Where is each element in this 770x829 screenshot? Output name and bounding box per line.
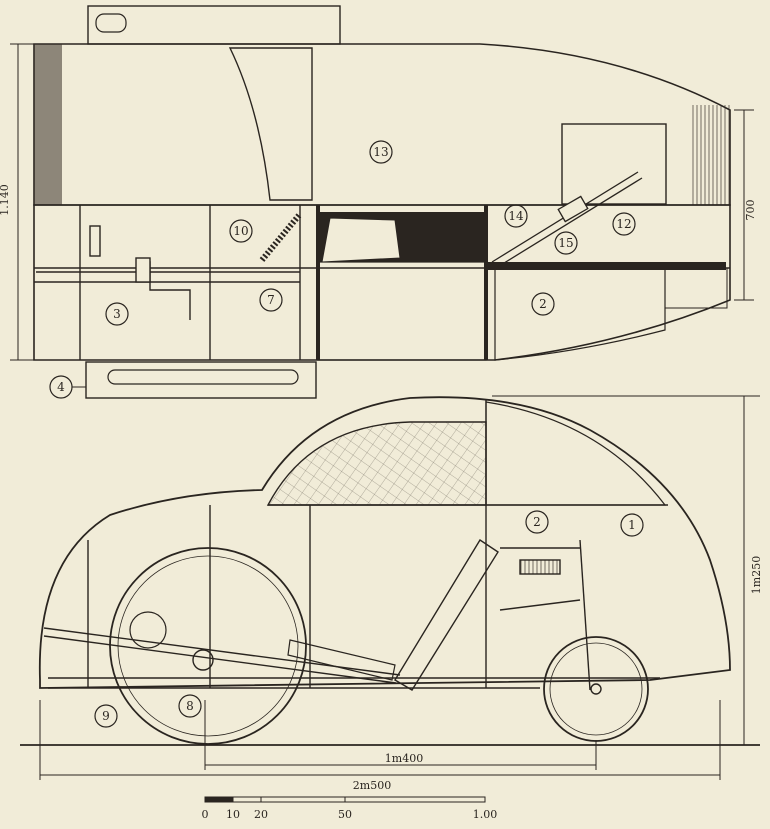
- scale-tick-20: 20: [254, 808, 268, 821]
- scale-tick-10: 10: [226, 808, 240, 821]
- callout-13: 13: [369, 140, 393, 164]
- callout-12-label: 12: [616, 217, 631, 231]
- callout-2-top-label: 2: [539, 297, 547, 311]
- callout-14: 14: [504, 204, 528, 228]
- callout-4-label: 4: [57, 380, 65, 394]
- callout-7-label: 7: [267, 293, 275, 307]
- callout-9: 9: [94, 704, 118, 728]
- callout-14-label: 14: [508, 209, 524, 223]
- callout-1-label: 1: [628, 518, 636, 532]
- callout-15: 15: [554, 231, 578, 255]
- callout-1: 1: [620, 513, 644, 537]
- scale-tick-0: 0: [202, 808, 209, 821]
- callout-12: 12: [612, 212, 636, 236]
- callout-3: 3: [105, 302, 129, 326]
- callout-7: 7: [259, 288, 283, 312]
- callout-15-label: 15: [558, 236, 573, 250]
- callout-9-label: 9: [102, 709, 110, 723]
- scale-tick-50: 50: [338, 808, 352, 821]
- scale-tick-100: 1.00: [473, 808, 498, 821]
- callout-2-side: 2: [525, 510, 549, 534]
- callout-10-label: 10: [233, 224, 248, 238]
- wheelbase-dimension: 1m400: [385, 752, 423, 765]
- top-view-right-dimension: 700: [744, 200, 757, 221]
- top-view-drawing: [10, 5, 754, 399]
- callout-2-top: 2: [531, 292, 555, 316]
- side-view-height-dimension: 1m250: [750, 556, 763, 594]
- callout-3-label: 3: [113, 307, 121, 321]
- overall-length-dimension: 2m500: [353, 779, 391, 792]
- callout-8-label: 8: [186, 699, 194, 713]
- scale-bar: 0 10 20 50 1.00: [202, 796, 498, 821]
- callout-10: 10: [229, 219, 253, 243]
- top-view-left-dimension: 1.140: [0, 184, 11, 216]
- side-view-drawing: [20, 395, 760, 780]
- callout-8: 8: [178, 694, 202, 718]
- callout-4: 4: [49, 375, 86, 399]
- callout-2-side-label: 2: [533, 515, 541, 529]
- callout-13-label: 13: [373, 145, 388, 159]
